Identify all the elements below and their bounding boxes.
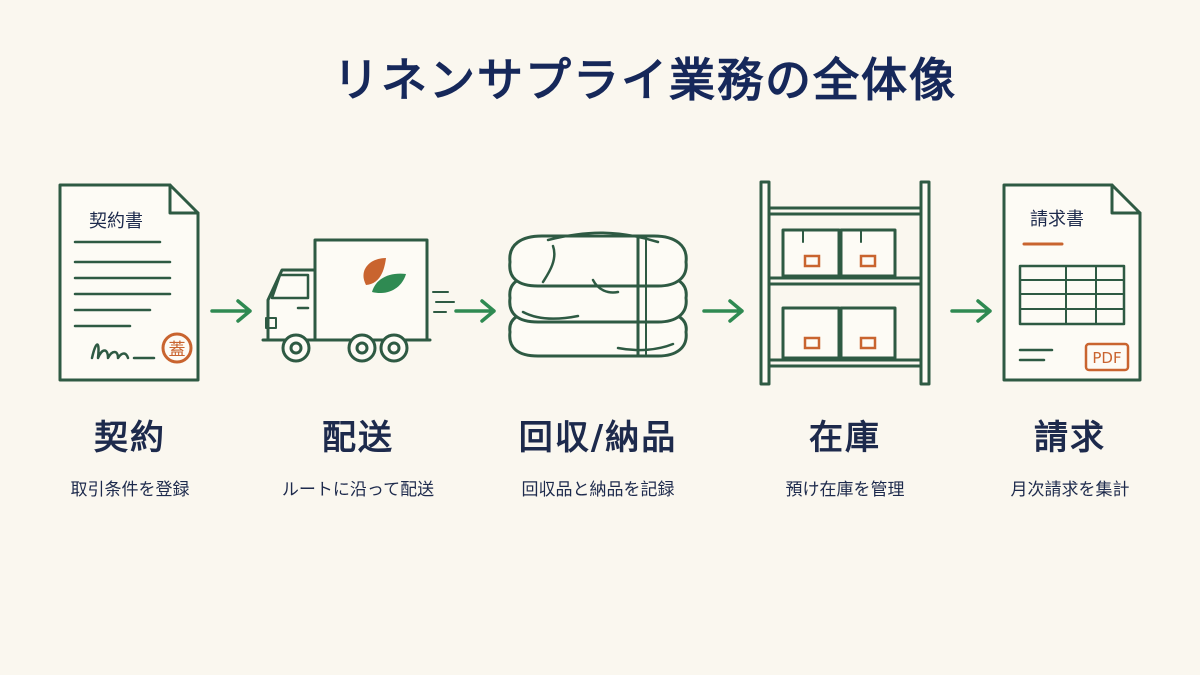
seal-text: 蓋: [169, 340, 186, 360]
step-delivery: 配送 ルートに沿って配送: [258, 170, 458, 510]
arrow-right-icon: [454, 299, 496, 323]
step-collection-delivery: 回収/納品 回収品と納品を記録: [498, 170, 698, 510]
step-description: 月次請求を集計: [1010, 480, 1130, 500]
page-title: リネンサプライ業務の全体像: [333, 53, 957, 107]
folded-linen-icon: [508, 231, 688, 358]
step-label: 配送: [322, 418, 394, 458]
delivery-truck-icon: [261, 238, 455, 363]
step-description: ルートに沿って配送: [281, 480, 435, 500]
invoice-document-icon: PDF 請求書: [1002, 183, 1142, 382]
step-label: 請求: [1034, 418, 1106, 458]
storage-shelf-icon: [759, 180, 931, 386]
arrow-right-icon: [950, 299, 992, 323]
step-label: 在庫: [809, 418, 881, 458]
contract-document-icon: 蓋 契約書: [58, 183, 200, 382]
step-inventory: 在庫 預け在庫を管理: [745, 170, 945, 510]
step-description: 預け在庫を管理: [785, 480, 905, 500]
step-label: 契約: [94, 418, 166, 458]
step-description: 取引条件を登録: [70, 480, 190, 500]
arrow-right-icon: [210, 299, 252, 323]
contract-doc-title: 契約書: [89, 211, 143, 232]
step-invoice: PDF 請求書 請求 月次請求を集計: [970, 170, 1170, 510]
arrow-right-icon: [702, 299, 744, 323]
invoice-doc-title: 請求書: [1030, 209, 1084, 230]
pdf-badge: PDF: [1092, 349, 1121, 367]
step-contract: 蓋 契約書 契約 取引条件を登録: [30, 170, 230, 510]
step-description: 回収品と納品を記録: [521, 480, 675, 500]
step-label: 回収/納品: [518, 418, 678, 458]
